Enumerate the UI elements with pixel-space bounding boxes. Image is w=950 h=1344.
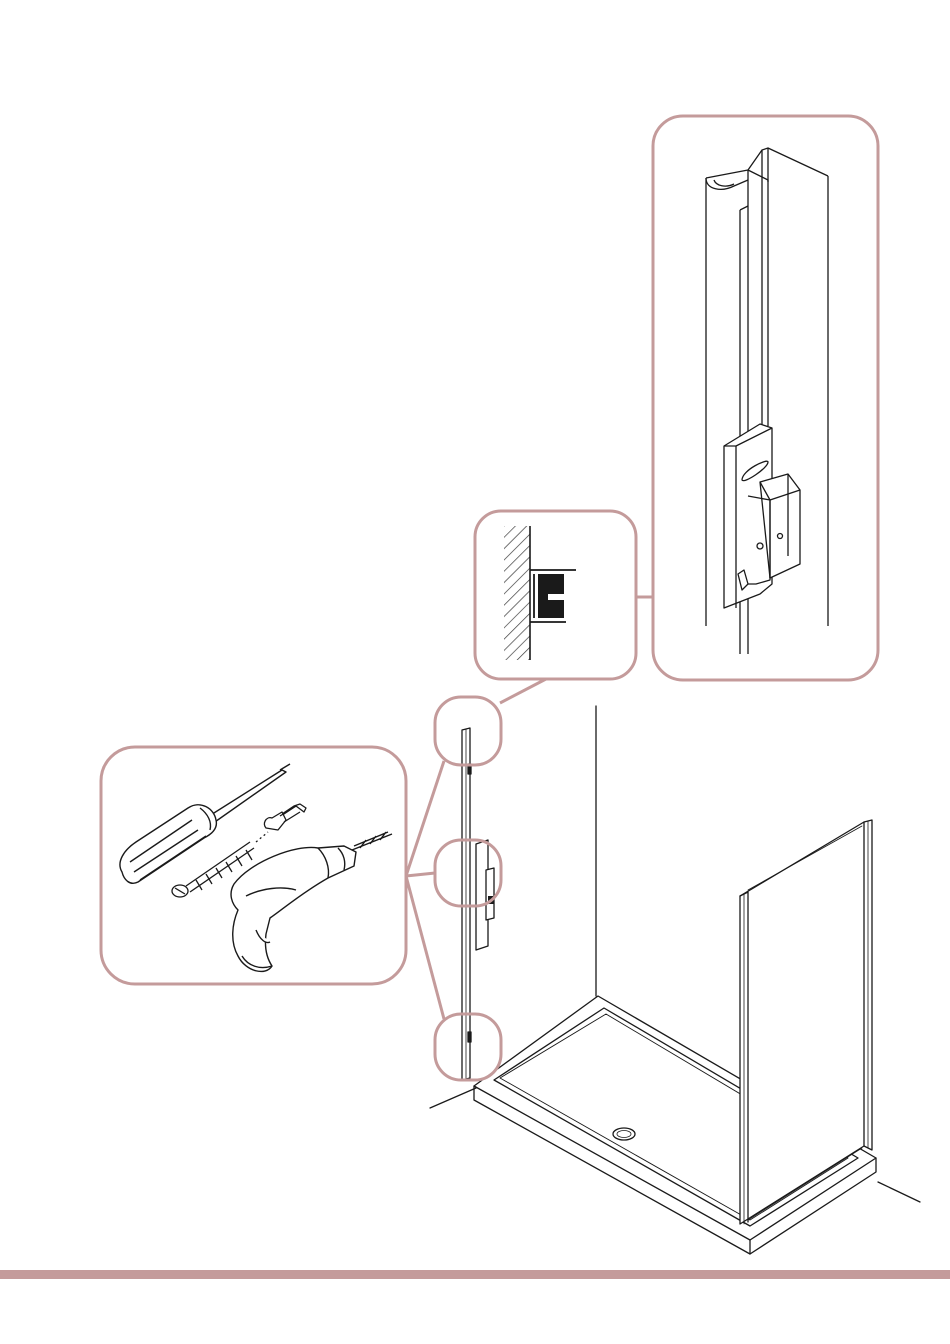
callout-tools: [101, 747, 406, 984]
leader-top-to-section: [500, 679, 546, 703]
bottom-rule: [0, 1270, 950, 1279]
floor-line-right: [878, 1182, 920, 1202]
leader-tools-to-middle: [406, 873, 435, 876]
callout-section-detail: [475, 511, 636, 679]
wall-profile: [462, 728, 471, 1080]
callout-profile-detail: [653, 116, 878, 680]
wall-bracket: [476, 840, 494, 950]
floor-line-left: [430, 1088, 476, 1108]
shower-enclosure-scene: [430, 706, 920, 1254]
leader-tools-to-bottom: [406, 876, 444, 1019]
leader-tools-to-top: [406, 761, 444, 876]
